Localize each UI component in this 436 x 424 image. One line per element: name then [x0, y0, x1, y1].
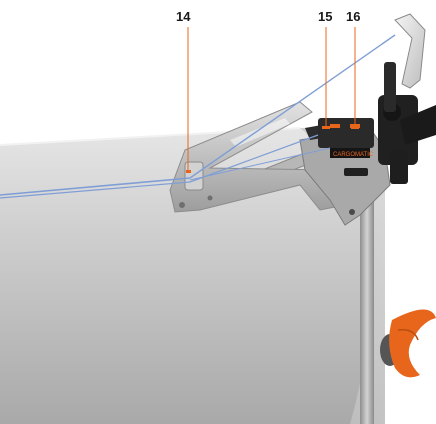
callout-15: 15	[318, 9, 333, 24]
leader-lines	[187, 27, 356, 172]
wing-nut-icon	[380, 309, 436, 378]
callout-16: 16	[346, 9, 361, 24]
support-pole	[357, 190, 377, 424]
brand-badge	[330, 148, 370, 158]
cables	[0, 34, 396, 199]
clamp-assembly: CARGOMATIC	[299, 118, 391, 226]
callout-14: 14	[176, 9, 191, 24]
brand-badge-text: CARGOMATIC	[333, 152, 374, 158]
tension-handle-icon	[378, 13, 436, 184]
leader-points	[186, 126, 359, 173]
